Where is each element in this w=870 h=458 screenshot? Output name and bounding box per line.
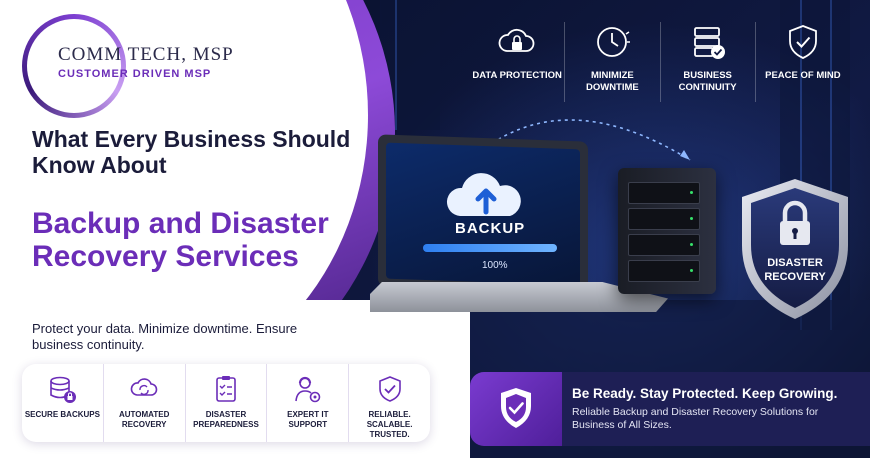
storage-server	[618, 168, 716, 294]
feature-disaster-preparedness: DISASTER PREPAREDNESS	[186, 364, 268, 442]
feature-expert-support: EXPERT IT SUPPORT	[267, 364, 350, 442]
shield-lock-icon	[742, 179, 848, 319]
benefit-minimize-downtime: MINIMIZE DOWNTIME	[565, 22, 661, 102]
backup-progress-fill	[423, 244, 557, 252]
features-card: SECURE BACKUPS AUTOMATED RECOVERY DISAST…	[22, 364, 430, 442]
subtext: Protect your data. Minimize downtime. En…	[32, 321, 298, 352]
benefit-label: DATA PROTECTION	[472, 70, 562, 81]
cloud-sync-icon	[130, 378, 158, 396]
benefit-label: BUSINESS CONTINUITY	[678, 70, 737, 93]
benefit-peace-of-mind: PEACE OF MIND	[756, 22, 850, 102]
feature-label: SECURE BACKUPS	[24, 410, 100, 419]
drive-bay	[628, 208, 700, 230]
benefit-business-continuity: BUSINESS CONTINUITY	[661, 22, 756, 102]
feature-label: RELIABLE. SCALABLE. TRUSTED.	[366, 410, 413, 439]
brand-name: COMM TECH, MSP	[58, 44, 234, 65]
disaster-recovery-shield: DISASTER RECOVERY	[736, 175, 854, 323]
cloud-upload-icon	[446, 173, 521, 216]
shield-text-line1: DISASTER	[767, 257, 823, 269]
database-lock-icon	[50, 376, 77, 403]
feature-label: EXPERT IT SUPPORT	[287, 410, 329, 429]
drive-bay	[628, 182, 700, 204]
checklist-icon	[216, 376, 236, 402]
backup-progress-bar	[423, 244, 557, 252]
logo-ring	[22, 14, 126, 118]
shield-check-icon	[788, 25, 817, 59]
shield-text-line2: RECOVERY	[764, 271, 826, 283]
drive-bay	[628, 260, 700, 282]
cta-banner: Be Ready. Stay Protected. Keep Growing. …	[470, 372, 870, 446]
server-check-icon	[693, 27, 725, 59]
headline-intro: What Every Business Should Know About	[32, 126, 351, 178]
cloud-lock-icon	[498, 28, 535, 52]
drive-bay	[628, 234, 700, 256]
backup-label: BACKUP	[455, 220, 526, 237]
banner-subtitle: Reliable Backup and Disaster Recovery So…	[572, 406, 819, 431]
benefit-label: PEACE OF MIND	[765, 70, 841, 81]
support-gear-icon	[294, 376, 321, 403]
feature-automated-recovery: AUTOMATED RECOVERY	[104, 364, 186, 442]
headline-topic: Backup and Disaster Recovery Services	[32, 207, 329, 273]
feature-reliable: RELIABLE. SCALABLE. TRUSTED.	[349, 364, 430, 442]
clock-icon	[597, 27, 631, 57]
banner-badge	[470, 372, 562, 446]
feature-secure-backups: SECURE BACKUPS	[22, 364, 104, 442]
feature-label: AUTOMATED RECOVERY	[119, 410, 170, 429]
backup-progress-text: 100%	[482, 260, 508, 271]
benefits-row: DATA PROTECTION MINIMIZE DOWNTIME BUSINE…	[470, 22, 850, 102]
benefit-label: MINIMIZE DOWNTIME	[585, 70, 639, 93]
shield-check-icon	[378, 376, 401, 402]
benefit-data-protection: DATA PROTECTION	[470, 22, 566, 102]
banner-title: Be Ready. Stay Protected. Keep Growing.	[572, 386, 838, 401]
brand-tagline: CUSTOMER DRIVEN MSP	[58, 68, 212, 80]
shield-check-icon	[501, 388, 531, 428]
feature-label: DISASTER PREPAREDNESS	[193, 410, 259, 429]
